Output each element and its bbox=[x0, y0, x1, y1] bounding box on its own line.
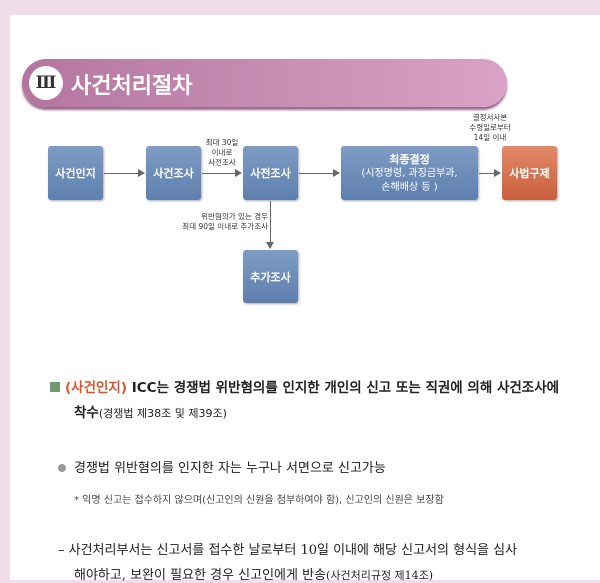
bullet-item: 경쟁법 위반혐의를 인지한 자는 누구나 서면으로 신고가능 bbox=[58, 457, 386, 476]
note-line: 결정서사본 bbox=[472, 113, 508, 122]
arrow-right bbox=[299, 169, 340, 177]
heading-bold: 착수 bbox=[74, 405, 99, 421]
note-line: 위반혐의가 있는 경우 bbox=[201, 212, 268, 221]
step-sub: (시정명령, 과징금부과, bbox=[361, 168, 458, 179]
circle-bullet-icon bbox=[58, 464, 66, 472]
flow-step-judicial-remedy: 사법구제 bbox=[502, 146, 557, 200]
flow-step-case-recognition: 사건인지 bbox=[48, 146, 103, 200]
dash-text: 해야하고, 보완이 필요한 경우 신고인에게 반송 bbox=[74, 568, 327, 583]
step-label: 사건조사 bbox=[153, 167, 194, 180]
note-line: 14일 이내 bbox=[473, 133, 507, 142]
arrow-right bbox=[202, 169, 242, 177]
section-number-badge: Ⅲ bbox=[29, 66, 63, 100]
step-label: 사법구제 bbox=[509, 167, 550, 180]
heading-tag: (사건인지) bbox=[65, 380, 128, 396]
note-line: 사전조사 bbox=[208, 158, 236, 167]
page bbox=[10, 15, 600, 580]
step-label: 추가조사 bbox=[250, 270, 291, 284]
dash-item: – 사건처리부서는 신고서를 접수한 날로부터 10일 이내에 해당 신고서의 … bbox=[58, 543, 518, 558]
note-30-days: 최대 30일 이내로 사전조사 bbox=[200, 138, 244, 168]
note-90-days: 위반혐의가 있는 경우 최대 90일 이내로 추가조사 bbox=[168, 212, 268, 232]
heading-line-2: 착수(경쟁법 제38조 및 제39조) bbox=[74, 401, 227, 421]
footnote: * 익명 신고는 접수하지 않으며(신고인의 신원을 첨부하여야 함), 신고인… bbox=[74, 495, 444, 506]
law-reference: (경쟁법 제38조 및 제39조) bbox=[98, 407, 227, 420]
note-line: 이내로 bbox=[211, 148, 233, 157]
flow-step-case-investigation: 사건조사 bbox=[146, 146, 201, 200]
arrow-down bbox=[266, 201, 274, 249]
section-banner: Ⅲ 사건처리절차 bbox=[22, 59, 507, 107]
step-label: 사전조사 bbox=[250, 167, 291, 180]
square-bullet-icon bbox=[50, 382, 60, 392]
bullet-text: 경쟁법 위반혐의를 인지한 자는 누구나 서면으로 신고가능 bbox=[74, 461, 386, 476]
flow-step-additional-investigation: 추가조사 bbox=[243, 250, 298, 303]
heading-text: ICC는 경쟁법 위반혐의를 인지한 개인의 신고 또는 직권에 의해 사건조사… bbox=[127, 380, 560, 396]
flow-step-preliminary-investigation: 사전조사 bbox=[243, 146, 298, 200]
flow-step-final-decision: 최종결정 (시정명령, 과징금부과, 손해배상 등 ) bbox=[341, 146, 478, 200]
dash-item-continued: 해야하고, 보완이 필요한 경우 신고인에게 반송(사건처리규정 제14조) bbox=[74, 564, 433, 583]
note-line: 최대 90일 이내로 추가조사 bbox=[182, 222, 268, 231]
note-line: 수령일로부터 bbox=[469, 123, 511, 132]
arrow-right bbox=[104, 169, 145, 177]
step-sub: 손해배상 등 ) bbox=[381, 182, 438, 193]
heading-line: (사건인지) ICC는 경쟁법 위반혐의를 인지한 개인의 신고 또는 직권에 … bbox=[50, 376, 559, 396]
arrow-right bbox=[479, 169, 501, 177]
step-label: 사건인지 bbox=[55, 167, 96, 180]
note-line: 최대 30일 bbox=[205, 138, 239, 147]
note-14-days: 결정서사본 수령일로부터 14일 이내 bbox=[462, 113, 518, 143]
section-title: 사건처리절차 bbox=[71, 74, 193, 99]
regulation-reference: (사건처리규정 제14조) bbox=[326, 569, 434, 582]
step-label: 최종결정 bbox=[389, 153, 430, 166]
